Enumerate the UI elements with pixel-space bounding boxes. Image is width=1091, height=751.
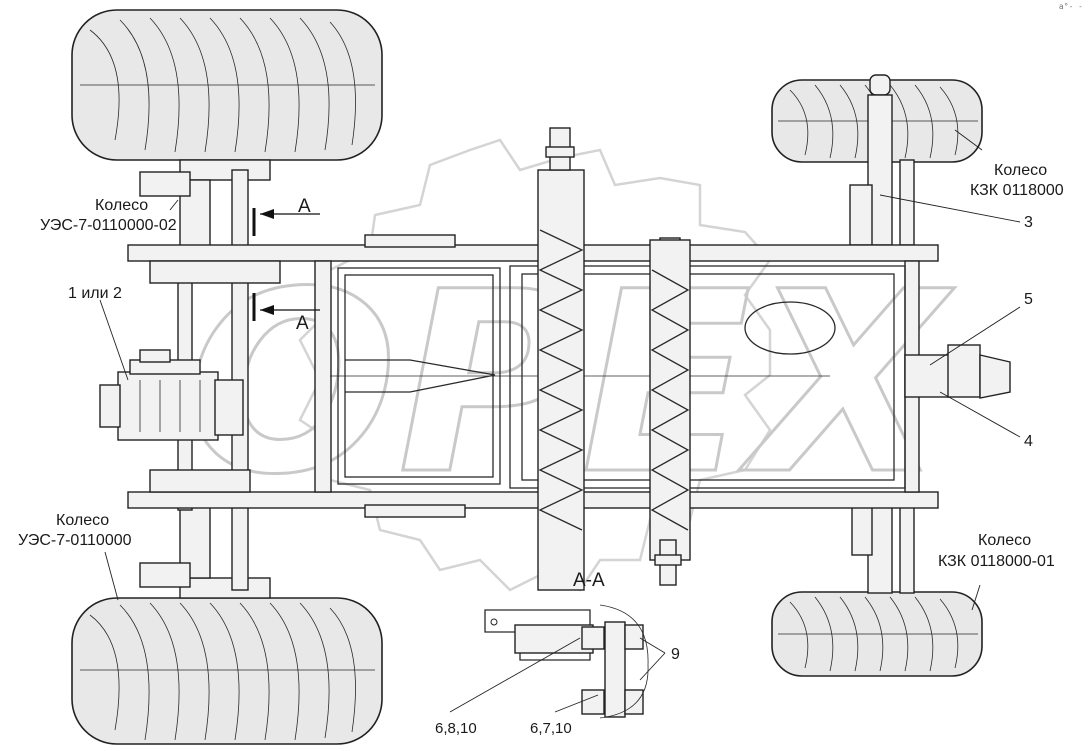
- callout-labels: Колесо УЭС-7-0110000-02 1 или 2 Колесо У…: [18, 162, 1064, 737]
- callout-5: 5: [1024, 291, 1033, 308]
- tyre-rear-left: [71, 597, 383, 745]
- callout-6-8-10: 6,8,10: [435, 720, 477, 737]
- tyre-rear-right: [771, 591, 983, 677]
- hitch-right: [904, 344, 1011, 399]
- wheel-rear-right-code: КЗК 0118000-01: [938, 553, 1055, 570]
- tyre-front-left: [71, 9, 383, 161]
- auger-left: [537, 127, 585, 591]
- callout-4: 4: [1024, 433, 1033, 450]
- section-letter-upper: А: [298, 196, 311, 217]
- section-marker-lower: А: [252, 293, 320, 334]
- callout-6-7-10: 6,7,10: [530, 720, 572, 737]
- section-letter-lower: А: [296, 313, 309, 334]
- section-title: А-А: [573, 570, 605, 591]
- wheel-front-left-code: УЭС-7-0110000-02: [40, 217, 177, 234]
- right-axle: [849, 74, 915, 594]
- gearbox-callout: 1 или 2: [68, 285, 122, 302]
- callout-3: 3: [1024, 214, 1033, 231]
- section-detail: [484, 604, 649, 719]
- wheel-front-right-code: КЗК 0118000: [970, 182, 1064, 199]
- wheel-rear-right-title: Колесо: [978, 532, 1031, 549]
- wheel-rear-left-code: УЭС-7-0110000: [18, 532, 132, 549]
- wheel-front-left-title: Колесо: [95, 197, 148, 214]
- leader-lines: [99, 129, 1021, 713]
- callout-9: 9: [671, 646, 680, 663]
- wheel-front-right-title: Колесо: [994, 162, 1047, 179]
- gearbox-left: [99, 349, 244, 441]
- main-frame: [127, 234, 939, 518]
- auger-right: [649, 239, 691, 586]
- corner-mark: a°- -: [1058, 2, 1083, 11]
- section-marker-upper: А: [252, 196, 320, 236]
- wheel-rear-left-title: Колесо: [56, 512, 109, 529]
